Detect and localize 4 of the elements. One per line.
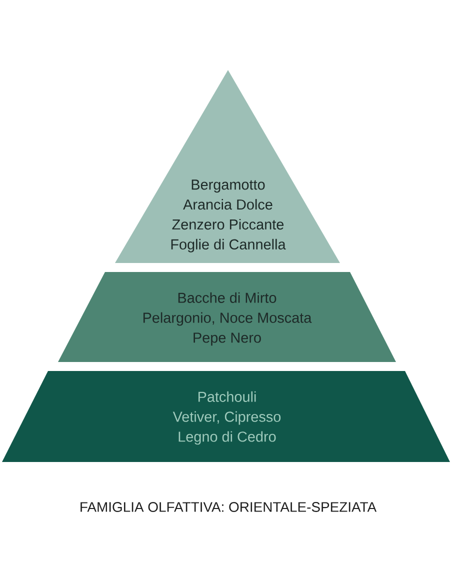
pyramid-tier: Bacche di Mirto Pelargonio, Noce Moscata Pepe Nero xyxy=(58,272,396,362)
caption: FAMIGLIA OLFATTIVA: ORIENTALE-SPEZIATA xyxy=(80,502,377,512)
pyramid-tier: Bergamotto Arancia Dolce Zenzero Piccante Foglie di Cannella xyxy=(115,70,340,263)
pyramid-tier: Patchouli Vetiver, Cipresso Legno di Cedro xyxy=(2,371,450,462)
